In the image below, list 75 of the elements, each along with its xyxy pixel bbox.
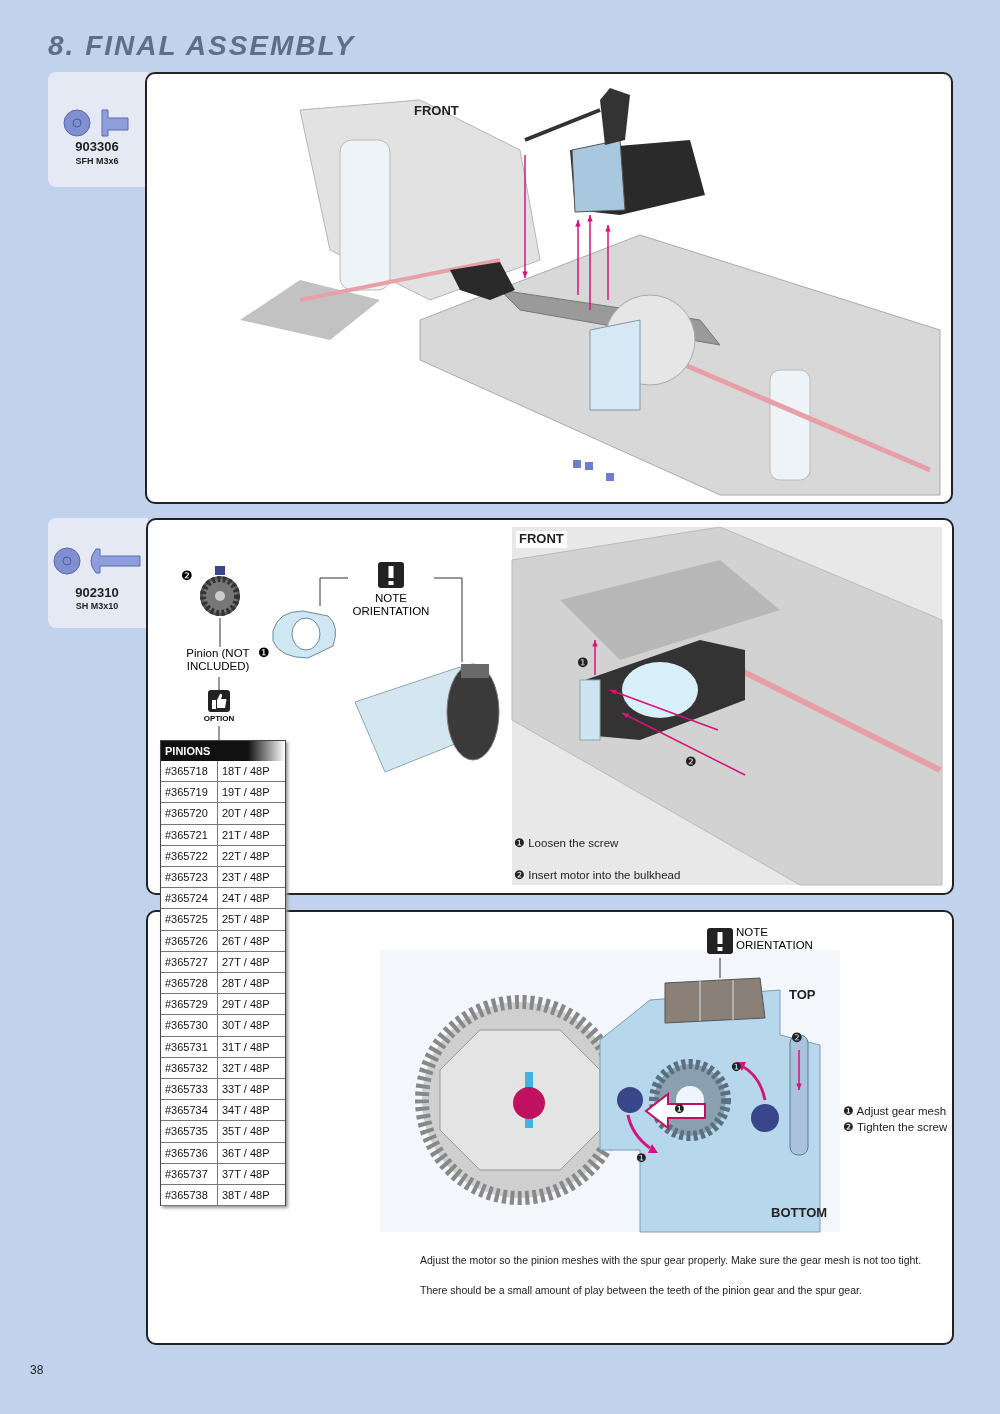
table-cell: 22T / 48P bbox=[218, 845, 285, 867]
table-cell: #365728 bbox=[161, 973, 218, 995]
callout-number: ❶ bbox=[674, 1103, 685, 1117]
table-cell: 28T / 48P bbox=[218, 973, 285, 995]
table-cell: 27T / 48P bbox=[218, 951, 285, 973]
table-cell: #365720 bbox=[161, 803, 218, 825]
callout-number: ❷ bbox=[685, 755, 697, 770]
leader-line bbox=[719, 957, 721, 979]
table-cell: #365721 bbox=[161, 824, 218, 846]
table-cell: 30T / 48P bbox=[218, 1015, 285, 1037]
table-cell: 23T / 48P bbox=[218, 867, 285, 889]
table-cell: 33T / 48P bbox=[218, 1079, 285, 1101]
table-cell: #365719 bbox=[161, 782, 218, 804]
orientation-label: FRONT bbox=[516, 531, 567, 548]
callout-number: ❶ bbox=[258, 646, 270, 661]
leader-line bbox=[433, 577, 463, 663]
orientation-label: BOTTOM bbox=[771, 1206, 828, 1221]
step-note: ❷ Tighten the screw bbox=[843, 1121, 948, 1135]
table-cell: #365723 bbox=[161, 867, 218, 889]
table-cell: 35T / 48P bbox=[218, 1121, 285, 1143]
step-note: ❶ Adjust gear mesh bbox=[843, 1105, 947, 1119]
leader-line bbox=[219, 617, 221, 648]
table-cell: #365732 bbox=[161, 1057, 218, 1079]
table-cell: #365718 bbox=[161, 761, 218, 783]
table-cell: 19T / 48P bbox=[218, 782, 285, 804]
screw-spec: SH M3x10 bbox=[74, 601, 120, 612]
table-cell: #365735 bbox=[161, 1121, 218, 1143]
table-cell: 21T / 48P bbox=[218, 824, 285, 846]
table-cell: 38T / 48P bbox=[218, 1185, 285, 1207]
table-cell: #365729 bbox=[161, 994, 218, 1016]
orientation-label: FRONT bbox=[414, 104, 459, 119]
instruction-text: Adjust the motor so the pinion meshes with the spur gear properly. Make sure the gear mesh is not too tight. bbox=[420, 1254, 922, 1267]
callout-number: ❷ bbox=[791, 1031, 803, 1046]
table-cell: #365734 bbox=[161, 1100, 218, 1122]
table-cell: 32T / 48P bbox=[218, 1057, 285, 1079]
table-cell: 25T / 48P bbox=[218, 909, 285, 931]
table-cell: #365722 bbox=[161, 845, 218, 867]
leader-line bbox=[319, 577, 349, 607]
table-cell: 37T / 48P bbox=[218, 1163, 285, 1185]
screw-spec: SFH M3x6 bbox=[74, 156, 120, 167]
table-cell: 34T / 48P bbox=[218, 1100, 285, 1122]
table-header: PINIONS bbox=[161, 741, 285, 761]
page-title: 8. FINAL ASSEMBLY bbox=[48, 30, 356, 62]
callout-number: ❶ bbox=[636, 1152, 647, 1166]
callout-number: ❷ bbox=[181, 569, 193, 584]
option-label: OPTION bbox=[202, 714, 236, 724]
table-cell: 20T / 48P bbox=[218, 803, 285, 825]
step-note: ❷ Insert motor into the bulkhead bbox=[514, 869, 681, 883]
table-cell: #365736 bbox=[161, 1142, 218, 1164]
part-number: 903306 bbox=[74, 140, 120, 155]
table-cell: #365724 bbox=[161, 888, 218, 910]
table-cell: #365731 bbox=[161, 1036, 218, 1058]
table-cell: 36T / 48P bbox=[218, 1142, 285, 1164]
table-cell: #365726 bbox=[161, 930, 218, 952]
table-cell: #365737 bbox=[161, 1163, 218, 1185]
table-cell: #365733 bbox=[161, 1079, 218, 1101]
table-cell: #365730 bbox=[161, 1015, 218, 1037]
note-label: NOTE ORIENTATION bbox=[351, 592, 431, 619]
table-cell: #365725 bbox=[161, 909, 218, 931]
table-cell: 29T / 48P bbox=[218, 994, 285, 1016]
table-cell: 24T / 48P bbox=[218, 888, 285, 910]
part-number: 902310 bbox=[74, 586, 120, 601]
callout-number: ❶ bbox=[731, 1061, 742, 1075]
leader-line bbox=[218, 676, 220, 691]
table-cell: 26T / 48P bbox=[218, 930, 285, 952]
page-number: 38 bbox=[30, 1364, 44, 1378]
table-cell: 18T / 48P bbox=[218, 761, 285, 783]
callout-number: ❶ bbox=[577, 656, 589, 671]
table-cell: 31T / 48P bbox=[218, 1036, 285, 1058]
step-note: ❶ Loosen the screw bbox=[514, 837, 619, 851]
table-cell: #365727 bbox=[161, 951, 218, 973]
instruction-text: There should be a small amount of play between the teeth of the pinion gear and the spur gear. bbox=[420, 1284, 862, 1297]
leader-line bbox=[218, 725, 220, 741]
table-cell: #365738 bbox=[161, 1185, 218, 1207]
orientation-label: TOP bbox=[789, 988, 816, 1003]
